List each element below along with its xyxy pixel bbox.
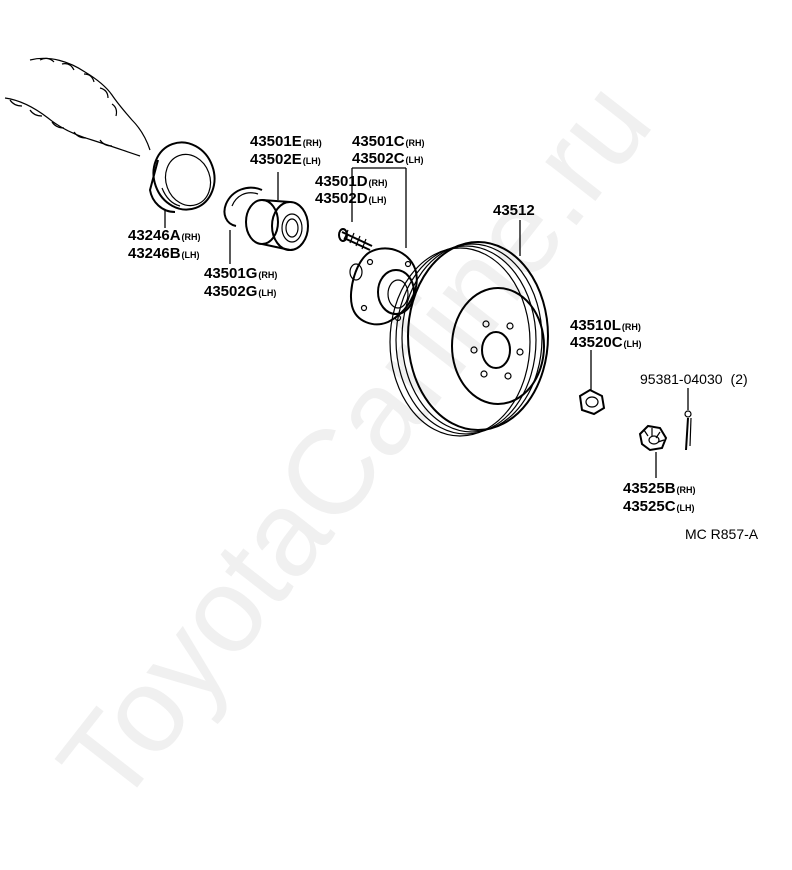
part-number: 43502D [315, 190, 368, 207]
svg-text:43246A(RH): 43246A(RH) [128, 227, 201, 244]
svg-text:43501C(RH): 43501C(RH) [352, 133, 425, 150]
svg-text:43501E(RH): 43501E(RH) [250, 133, 322, 150]
snap-ring-drawing [223, 186, 263, 227]
part-number: 43512 [493, 202, 535, 219]
nut-drawing [578, 388, 606, 416]
part-number: 43525C [623, 498, 676, 515]
disc-drawing [389, 241, 549, 437]
side-marker: (LH) [369, 195, 387, 205]
part-number: 43501E [250, 133, 302, 150]
svg-text:43525C(LH): 43525C(LH) [623, 498, 695, 515]
leader-lines [164, 167, 689, 478]
svg-text:43502C(LH): 43502C(LH) [352, 150, 424, 167]
quantity: (2) [731, 371, 748, 387]
hub-drawing [349, 247, 418, 326]
svg-text:43502D(LH): 43502D(LH) [315, 190, 387, 207]
label-cotter-pin: 95381-04030 (2) [640, 371, 748, 387]
svg-text:43525B(RH): 43525B(RH) [623, 480, 696, 497]
label-hub: 43501C(RH) 43502C(LH) [352, 133, 425, 167]
side-marker: (LH) [624, 339, 642, 349]
cotter-pin-drawing [684, 410, 692, 451]
side-marker: (RH) [406, 138, 425, 148]
side-marker: (RH) [622, 322, 641, 332]
part-number: 43246A [128, 227, 181, 244]
side-marker: (RH) [258, 270, 277, 280]
side-marker: (RH) [677, 485, 696, 495]
part-number: 43502E [250, 151, 302, 168]
label-seal: 43246A(RH) 43246B(LH) [128, 227, 201, 262]
svg-text:43520C(LH): 43520C(LH) [570, 334, 642, 351]
label-disc: 43512 [493, 202, 535, 219]
svg-text:95381-04030(2): 95381-04030 (2) [640, 371, 748, 387]
side-marker: (RH) [303, 138, 322, 148]
hand-illustration [4, 57, 151, 157]
drawing-code: MC R857-A [685, 526, 759, 542]
part-number: 43501C [352, 133, 405, 150]
lock-cap-drawing [638, 424, 668, 452]
svg-text:43501D(RH): 43501D(RH) [315, 173, 388, 190]
svg-text:43502G(LH): 43502G(LH) [204, 283, 276, 300]
hub-bolt-drawing [338, 228, 373, 251]
part-number: 43501D [315, 173, 368, 190]
bearing-drawing [245, 199, 309, 251]
svg-text:43501G(RH): 43501G(RH) [204, 265, 277, 282]
label-snap-ring: 43501G(RH) 43502G(LH) [204, 265, 277, 300]
side-marker: (LH) [406, 155, 424, 165]
label-hub-bolt: 43501D(RH) 43502D(LH) [315, 173, 388, 207]
part-number: 43510L [570, 317, 621, 334]
label-lock-cap: 43525B(RH) 43525C(LH) [623, 480, 696, 515]
side-marker: (LH) [677, 503, 695, 513]
svg-text:43502E(LH): 43502E(LH) [250, 151, 321, 168]
svg-text:43512: 43512 [493, 202, 535, 219]
svg-text:43510L(RH): 43510L(RH) [570, 317, 641, 334]
part-number: 43520C [570, 334, 623, 351]
part-number: 43502G [204, 283, 257, 300]
part-number: 95381-04030 [640, 371, 723, 387]
part-number: 43246B [128, 245, 181, 262]
side-marker: (RH) [182, 232, 201, 242]
label-bearing: 43501E(RH) 43502E(LH) [250, 133, 322, 168]
side-marker: (LH) [182, 250, 200, 260]
part-number: 43525B [623, 480, 676, 497]
part-number: 43501G [204, 265, 257, 282]
svg-text:43246B(LH): 43246B(LH) [128, 245, 200, 262]
side-marker: (LH) [258, 288, 276, 298]
seal-drawing [148, 141, 216, 213]
part-number: 43502C [352, 150, 405, 167]
side-marker: (LH) [303, 156, 321, 166]
side-marker: (RH) [369, 178, 388, 188]
label-nut: 43510L(RH) 43520C(LH) [570, 317, 642, 351]
